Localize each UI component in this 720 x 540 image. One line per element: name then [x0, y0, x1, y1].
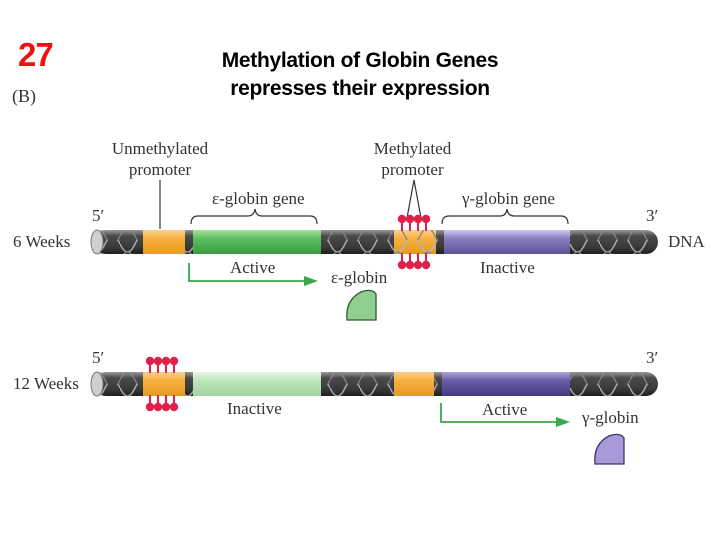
title-line-2: represses their expression: [230, 77, 490, 100]
transcription-arrow-12-weeks: [440, 403, 570, 427]
gamma-status-6-weeks: Inactive: [480, 258, 535, 277]
methylated-promoter-segment: [143, 372, 185, 396]
epsilon-status-12-weeks: Inactive: [227, 399, 282, 418]
slide-title: Methylation of Globin Genes represses th…: [150, 47, 570, 103]
epsilon-globin-product-label: ε-globin: [331, 268, 388, 287]
five-prime-label: 5′: [92, 348, 105, 367]
row-label-12-weeks: 12 Weeks: [13, 374, 79, 393]
gamma-globin-protein-icon: [594, 433, 625, 465]
promoter-helix: [394, 230, 436, 254]
dna-end-cap: [90, 229, 104, 255]
epsilon-gene-segment-inactive: [193, 372, 321, 396]
panel-label: (B): [12, 86, 36, 106]
methylated-promoter-label: Methylated promoter: [373, 139, 452, 179]
dna-6-weeks: [90, 229, 658, 255]
unmethylated-promoter-label: Unmethylated promoter: [111, 139, 209, 179]
dna-12-weeks: [90, 371, 658, 397]
unmethylated-promoter-segment: [143, 230, 185, 254]
five-prime-label: 5′: [92, 206, 105, 225]
transcription-arrow-6-weeks: [188, 263, 318, 286]
row-label-6-weeks: 6 Weeks: [13, 232, 71, 251]
epsilon-globin-protein-icon: [346, 289, 377, 321]
methyl-groups-6-weeks: [397, 214, 431, 270]
three-prime-label: 3′: [646, 206, 659, 225]
three-prime-label: 3′: [646, 348, 659, 367]
gamma-gene-segment-active: [442, 372, 570, 396]
dna-label: DNA: [668, 232, 705, 251]
unmethylated-promoter-segment: [394, 372, 434, 396]
gamma-gene-label: γ-globin gene: [462, 189, 555, 208]
epsilon-status-6-weeks: Active: [230, 258, 276, 277]
methyl-groups-12-weeks: [145, 356, 179, 412]
slide-number: 27: [18, 36, 54, 73]
epsilon-gene-label: ε-globin gene: [212, 189, 305, 208]
gamma-gene-brace: [441, 208, 569, 225]
gamma-gene-segment: [444, 230, 570, 254]
gamma-globin-product-label: γ-globin: [582, 408, 639, 427]
methylated-promoter-pointer: [406, 179, 422, 219]
dna-end-cap: [90, 371, 104, 397]
gamma-status-12-weeks: Active: [482, 400, 528, 419]
epsilon-gene-brace: [190, 208, 318, 225]
epsilon-gene-segment: [193, 230, 321, 254]
title-line-1: Methylation of Globin Genes: [221, 49, 499, 72]
